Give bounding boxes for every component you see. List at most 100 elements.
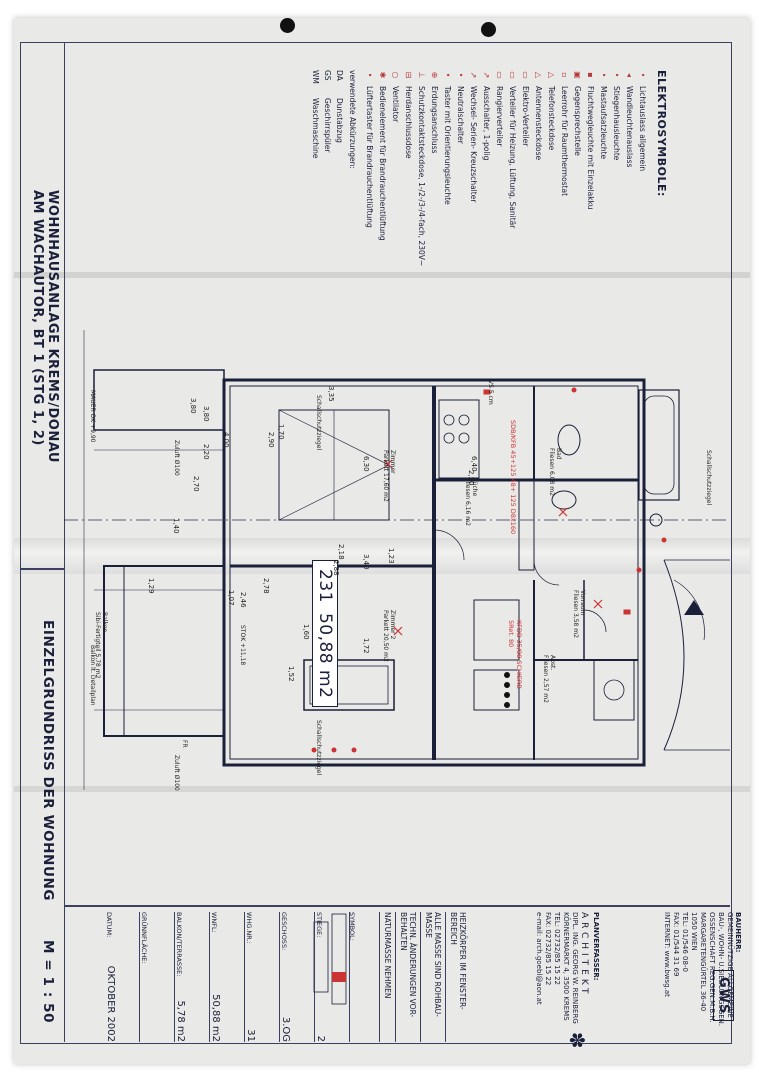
paper-fold (14, 538, 750, 574)
field-label: GRÜNNFLÄCHE: (140, 912, 148, 964)
legend-symbol-icon: ⊟ (404, 71, 413, 79)
legend-symbol-icon: ▣ (573, 71, 582, 79)
legend-label: Wandleuchtenauslass (625, 86, 634, 168)
legend-symbol-icon: • (456, 72, 465, 78)
architekt-line: DIPL. ING. GEORG W. REINBERG (571, 912, 579, 1024)
dimension-value: 1,23 (387, 548, 395, 564)
legend-symbol-icon: ◂ (625, 72, 634, 77)
bauherr-label: BAUHERR: (734, 912, 742, 953)
dimension-value: 2,78 (262, 578, 270, 594)
wall-label-right: Schallschutzziegel (705, 450, 712, 506)
dimension-value: 2,18 (337, 544, 345, 560)
note-line: ALLE MASSE SIND ROHBAU- MASSE (420, 912, 445, 1042)
room-name: Zimmer (389, 450, 396, 474)
field-value: OKTOBER 2002 (105, 965, 116, 1042)
dimension-value: 1,60 (302, 624, 310, 640)
dimension-value: 2,46 (239, 592, 247, 608)
legend-symbol-icon: ▭ (521, 71, 530, 79)
room-label: Abst.Fliesen 2,57 m2 (542, 655, 556, 703)
room-detail: Parkett 17,60 m2 (382, 450, 389, 502)
legend-symbol-icon: • (599, 72, 608, 78)
dimension-value: 3,80 (189, 398, 197, 414)
field-label: WHG.NR.: (245, 912, 253, 944)
legend-symbol-icon: ▭ (508, 71, 517, 79)
bauherr-line: 1050 WIEN (690, 912, 698, 951)
abbr-code: GS (323, 70, 333, 81)
legend-symbol-icon: • (612, 72, 621, 78)
dimension-value: 2,90 (267, 432, 275, 448)
room-detail: Fliesen 2,57 m2 (542, 655, 549, 703)
planverfasser: PLANVERFASSER: ARCHITEKT DIPL. ING. GEOR… (534, 912, 600, 1049)
legend-symbol-icon: ⊕ (430, 71, 439, 79)
architekt-line: TEL: 02732/85 15 22 (553, 912, 561, 985)
stok-label: STOK +11,18 (239, 625, 246, 666)
dimension-value: 4,00 (222, 432, 230, 448)
dimension-value: 3,40 (362, 554, 370, 570)
legend-label: Lüftertaster für Brandrauchentlüftung (365, 86, 374, 228)
dimension-value: 3,80 (202, 406, 210, 422)
title-field: STIEGE:2 (315, 912, 350, 1042)
room-name: Balkon lt. Detailplan (89, 645, 96, 706)
title-field: GRÜNNFLÄCHE: (140, 912, 175, 1042)
room-name: Abst. (549, 655, 556, 671)
project-title: WOHNHAUSANLAGE KREMS/DONAU AM WACHAUTOR,… (30, 190, 60, 463)
punch-hole (280, 18, 295, 33)
field-value: 50,88 m2 (210, 994, 221, 1042)
room-name: Vorraum (579, 590, 586, 616)
legend-symbol-icon: ▫ (560, 72, 569, 78)
fr-label: FR (181, 740, 188, 748)
field-value: 5,78 m2 (175, 1000, 186, 1042)
dimension-value: 1,72 (362, 638, 370, 654)
bauherr-line: FAX: 01/544 31 69 (672, 912, 680, 977)
legend-symbol-icon: ○ (391, 71, 400, 79)
verfasser-label: PLANVERFASSER: (592, 912, 600, 981)
field-label: BALKON/TERRASSE: (175, 912, 183, 977)
dimension-value: 1,40 (172, 518, 180, 534)
project-line-2: AM WACHAUTOR, BT 1 (STG 1, 2) (30, 190, 45, 446)
zuluft-label-2: Zuluft Ø100 (173, 755, 180, 791)
legend-symbol-icon: △ (547, 71, 556, 79)
zuluft-label-1: Zuluft Ø100 (173, 440, 180, 476)
abbr-label: Waschmaschine (311, 98, 321, 159)
legend-symbol-icon: • (443, 72, 452, 78)
legend-symbol-icon: • (365, 72, 374, 78)
legend-symbol-icon: ▪ (586, 72, 595, 78)
title-field: WNFL:50,88 m2 (210, 912, 245, 1042)
wall-label-top: Schallschutzziegel (315, 395, 322, 451)
legend-label: Rangierverteiler (495, 86, 504, 147)
bauherr-line: INTERNET: www.bwsg.at (663, 912, 671, 997)
location-key-plan (313, 913, 347, 1005)
legend-symbol-icon: ↗ (482, 71, 491, 79)
drawing-frame (20, 42, 732, 1044)
dimension-value: 2,20 (202, 444, 210, 460)
bauherr-line: MARGARETENGÜRTEL 36-40 (699, 912, 707, 1012)
dimension-value: 6,30 (362, 456, 370, 472)
title-strip (20, 42, 65, 1042)
legend-label: Wechsel- Serien- Kreuzschalter (469, 86, 478, 203)
room-name: Bad (555, 448, 562, 460)
plan-title: EINZELGRUNDRISS DER WOHNUNG (40, 620, 56, 902)
abbr-label: Dunstabzug (335, 98, 345, 143)
vs-label: VS 5 cm (487, 380, 494, 405)
field-label: STIEGE: (315, 912, 323, 938)
paper-fold (14, 786, 750, 792)
room-detail: Parkett 20,50 m2 (382, 610, 389, 662)
note-line: HEIZKÖRPER IM FENSTER- BEREICH (445, 912, 470, 1042)
legend-label: Stiegenhausleuchte (612, 86, 621, 161)
architekt-label: ARCHITEKT (579, 912, 589, 998)
legend-label: Leerrohr für Raumthermostat (560, 86, 569, 197)
legend-label: Neutralschalter (456, 86, 465, 144)
wall-label-bottom: Schallschutzziegel (315, 720, 322, 776)
floor-plan (64, 330, 730, 790)
room-name: Balkon (101, 612, 108, 633)
scale-label: M = 1 : 50 (40, 940, 56, 1024)
architekt-line: e-mail: arch.goebl@aon.at (535, 912, 543, 1005)
dimension-value: 1,70 (277, 424, 285, 440)
abbr-code: WM (311, 70, 321, 84)
